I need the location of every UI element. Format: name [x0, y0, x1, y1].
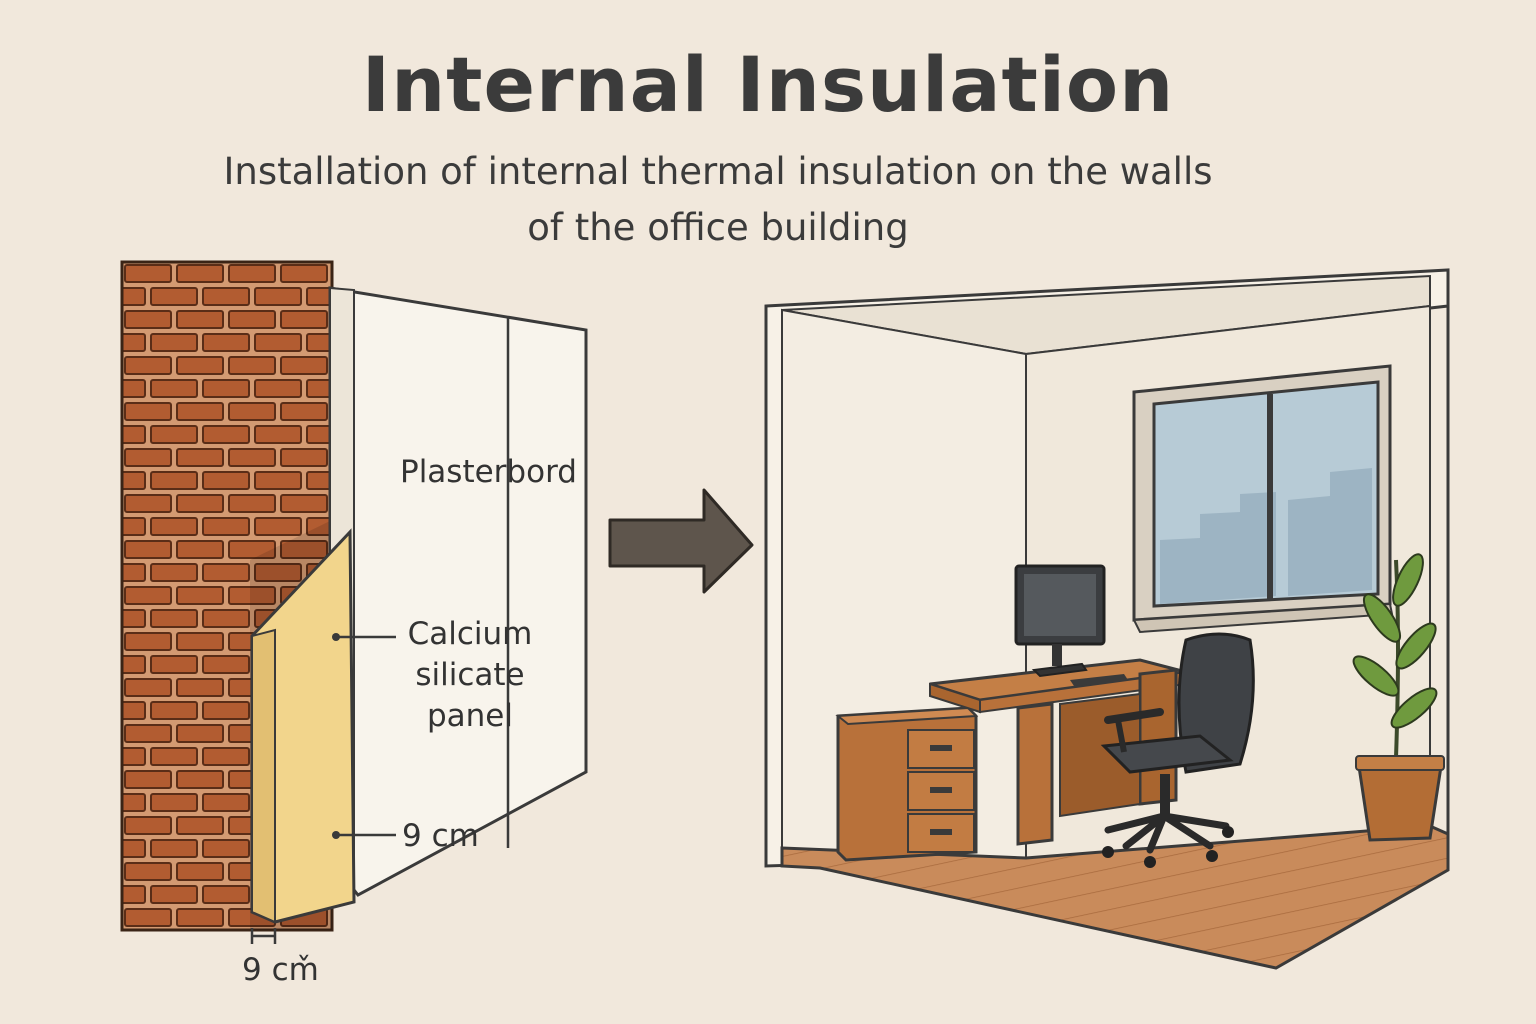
office-room: [764, 268, 1450, 970]
panel-thickness-label: 9 cm: [402, 818, 479, 854]
page-subtitle: Installation of internal thermal insulat…: [168, 144, 1268, 256]
office-chair-icon: [1100, 632, 1255, 868]
window: [1132, 364, 1394, 634]
plant-icon: [1352, 553, 1445, 842]
filing-cabinet: [835, 706, 979, 862]
calcium-label-line-2: silicate: [415, 657, 525, 693]
monitor-icon: [1014, 564, 1128, 686]
calcium-label-line-3: panel: [426, 698, 513, 734]
plasterboard-panel: [328, 286, 588, 897]
calcium-label-line-1: Calcium: [407, 616, 533, 652]
bottom-thickness-label: 9 cm̌: [242, 952, 319, 988]
plasterboard-label: Plasterbord: [400, 454, 577, 490]
subtitle-line-2: of the office building: [527, 206, 909, 249]
calcium-silicate-label: Calcium silicate panel: [406, 614, 534, 737]
wall-section: [120, 260, 588, 944]
subtitle-line-1: Installation of internal thermal insulat…: [223, 150, 1213, 193]
arrow-right-icon: [608, 488, 754, 594]
page-title: Internal Insulation: [361, 40, 1175, 129]
